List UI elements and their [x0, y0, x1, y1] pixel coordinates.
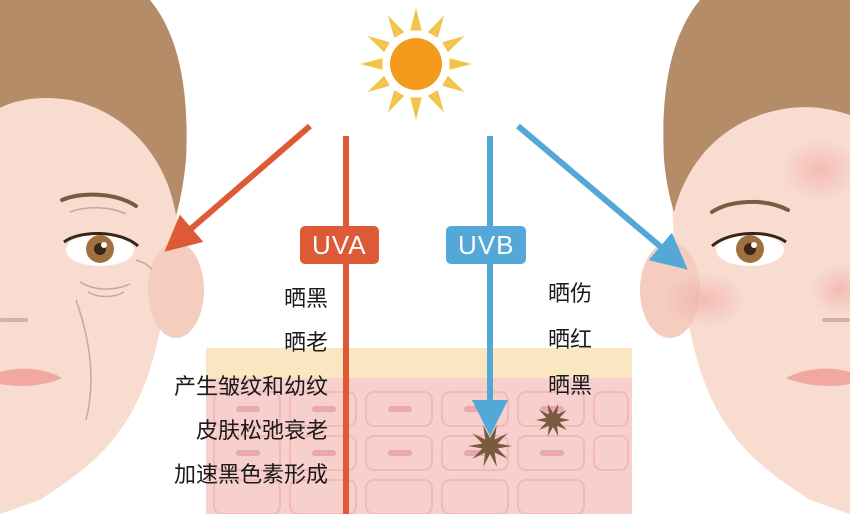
uvb-badge: UVB — [446, 226, 527, 264]
uva-effect-item: 产生皱纹和幼纹 — [173, 375, 328, 400]
melanin-burst-icon — [468, 403, 570, 467]
sun-ray — [360, 58, 383, 70]
uva-effect-item: 加速黑色素形成 — [173, 463, 328, 488]
sun-ray — [367, 75, 390, 92]
uvb-effects-list: 晒伤 晒红 晒黑 — [548, 272, 592, 410]
sun-ray — [449, 58, 472, 70]
sunburned-face-illustration — [640, 0, 850, 514]
sun-ray — [427, 90, 444, 113]
sun-ray — [367, 36, 390, 53]
uva-effects-list: 晒黑 晒老 产生皱纹和幼纹 皮肤松弛衰老 加速黑色素形成 — [174, 278, 328, 498]
uvb-effect-item: 晒红 — [548, 328, 593, 353]
uvb-effect-item: 晒伤 — [548, 282, 593, 307]
uva-effect-item: 晒黑 — [283, 287, 328, 312]
sun-ray — [410, 8, 422, 31]
aged-face-illustration — [0, 0, 204, 514]
uva-rays — [164, 123, 349, 514]
uva-badge: UVA — [300, 226, 379, 264]
sun-icon — [360, 8, 472, 120]
sun-ray — [427, 15, 444, 38]
sun-ray — [410, 97, 422, 120]
sun-ray — [388, 15, 405, 38]
uvb-rays — [472, 123, 688, 436]
sun-ray — [442, 36, 465, 53]
skin-layers-illustration — [206, 348, 632, 514]
sun-ray — [442, 75, 465, 92]
uva-effect-item: 晒老 — [283, 331, 328, 356]
uva-effect-item: 皮肤松弛衰老 — [195, 419, 328, 444]
sun-ray — [388, 90, 405, 113]
uvb-effect-item: 晒黑 — [548, 374, 593, 399]
